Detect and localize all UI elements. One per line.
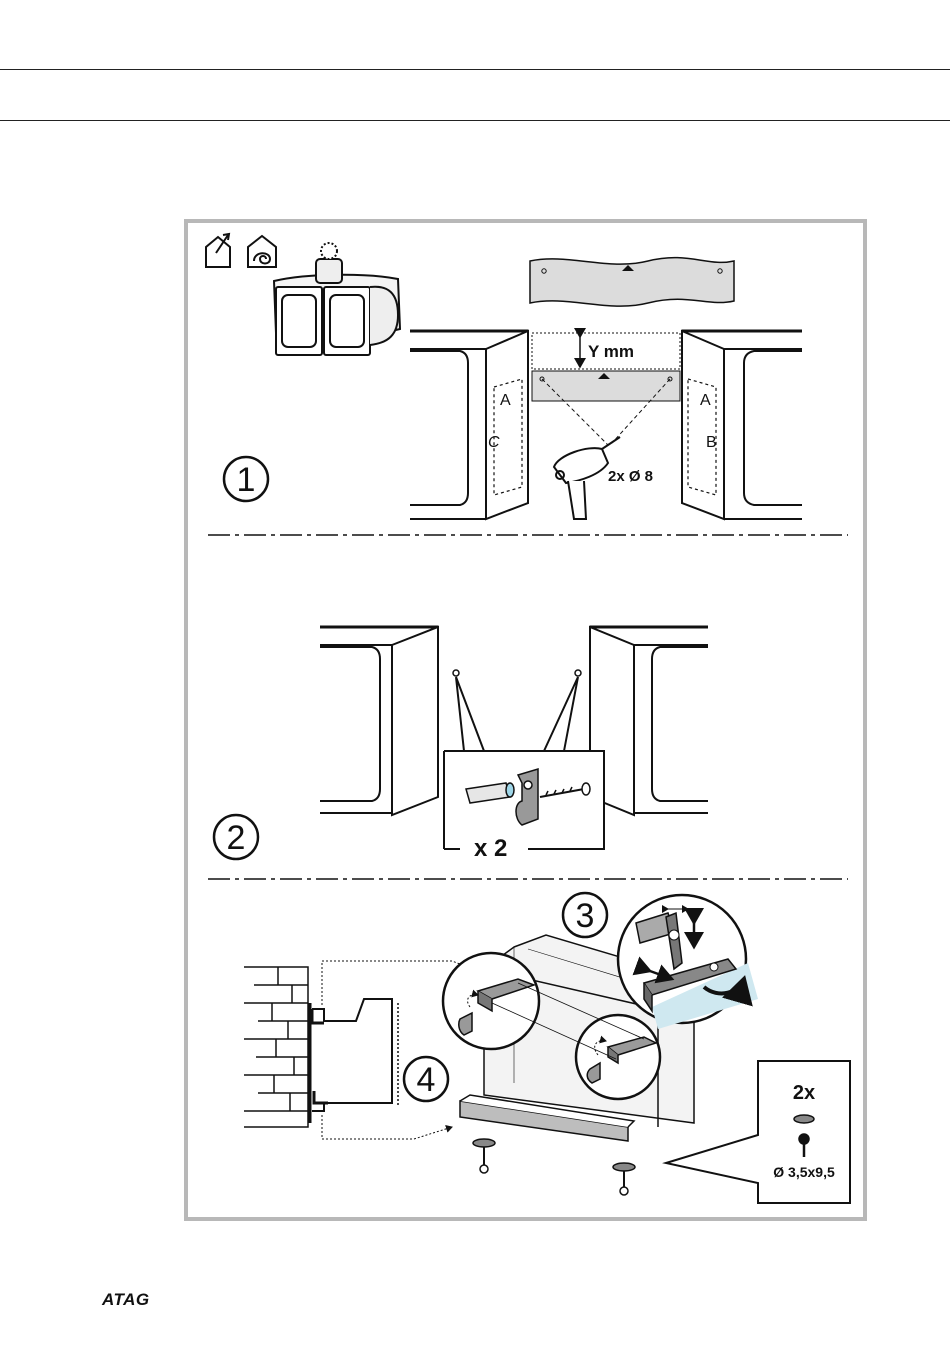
- cabinet-right-label-b: B: [706, 434, 717, 451]
- brand-logo: ATAG: [102, 1290, 150, 1310]
- step2-panel: x 2 2: [214, 627, 708, 862]
- screw-right: [613, 1163, 635, 1195]
- callout-quantity-label: 2x: [793, 1082, 815, 1104]
- installation-figure: A C A B Y mm 2x Ø 8: [184, 219, 867, 1221]
- installation-diagram: A C A B Y mm 2x Ø 8: [188, 223, 863, 1217]
- screw-size-label: Ø 3,5x9,5: [773, 1164, 835, 1180]
- left-cabinet: [410, 331, 528, 523]
- step34-panel: 3 4 2x Ø 3,5x9,5: [244, 893, 850, 1203]
- recirculation-mode-icon: [248, 236, 276, 267]
- wall-section: [244, 967, 398, 1127]
- step3-number: 3: [576, 897, 595, 935]
- cabinet-left-label-a: A: [500, 392, 511, 409]
- left-cabinet-step2: [320, 627, 438, 815]
- step1-number: 1: [237, 461, 256, 499]
- quantity-label: x 2: [474, 835, 507, 862]
- screw-left: [473, 1139, 495, 1173]
- step4-number: 4: [417, 1061, 436, 1099]
- header-rule-bottom: [0, 120, 950, 121]
- drilling-template: [530, 258, 734, 306]
- drill-size-label: 2x Ø 8: [608, 468, 653, 485]
- hood-cabinet-illustration: [274, 243, 400, 355]
- bracket-detail-circle-left: [443, 953, 539, 1049]
- step2-number: 2: [227, 819, 246, 857]
- extraction-mode-icon: [206, 234, 230, 267]
- right-cabinet-step2: [590, 627, 708, 815]
- step1-panel: A C A B Y mm 2x Ø 8: [206, 234, 802, 523]
- washer-icon: [794, 1115, 814, 1123]
- header-rule-top: [0, 69, 950, 70]
- dimension-label: Y mm: [588, 342, 634, 361]
- right-cabinet: [682, 331, 802, 519]
- cabinet-left-label-c: C: [488, 434, 500, 451]
- cabinet-right-label-a: A: [700, 392, 711, 409]
